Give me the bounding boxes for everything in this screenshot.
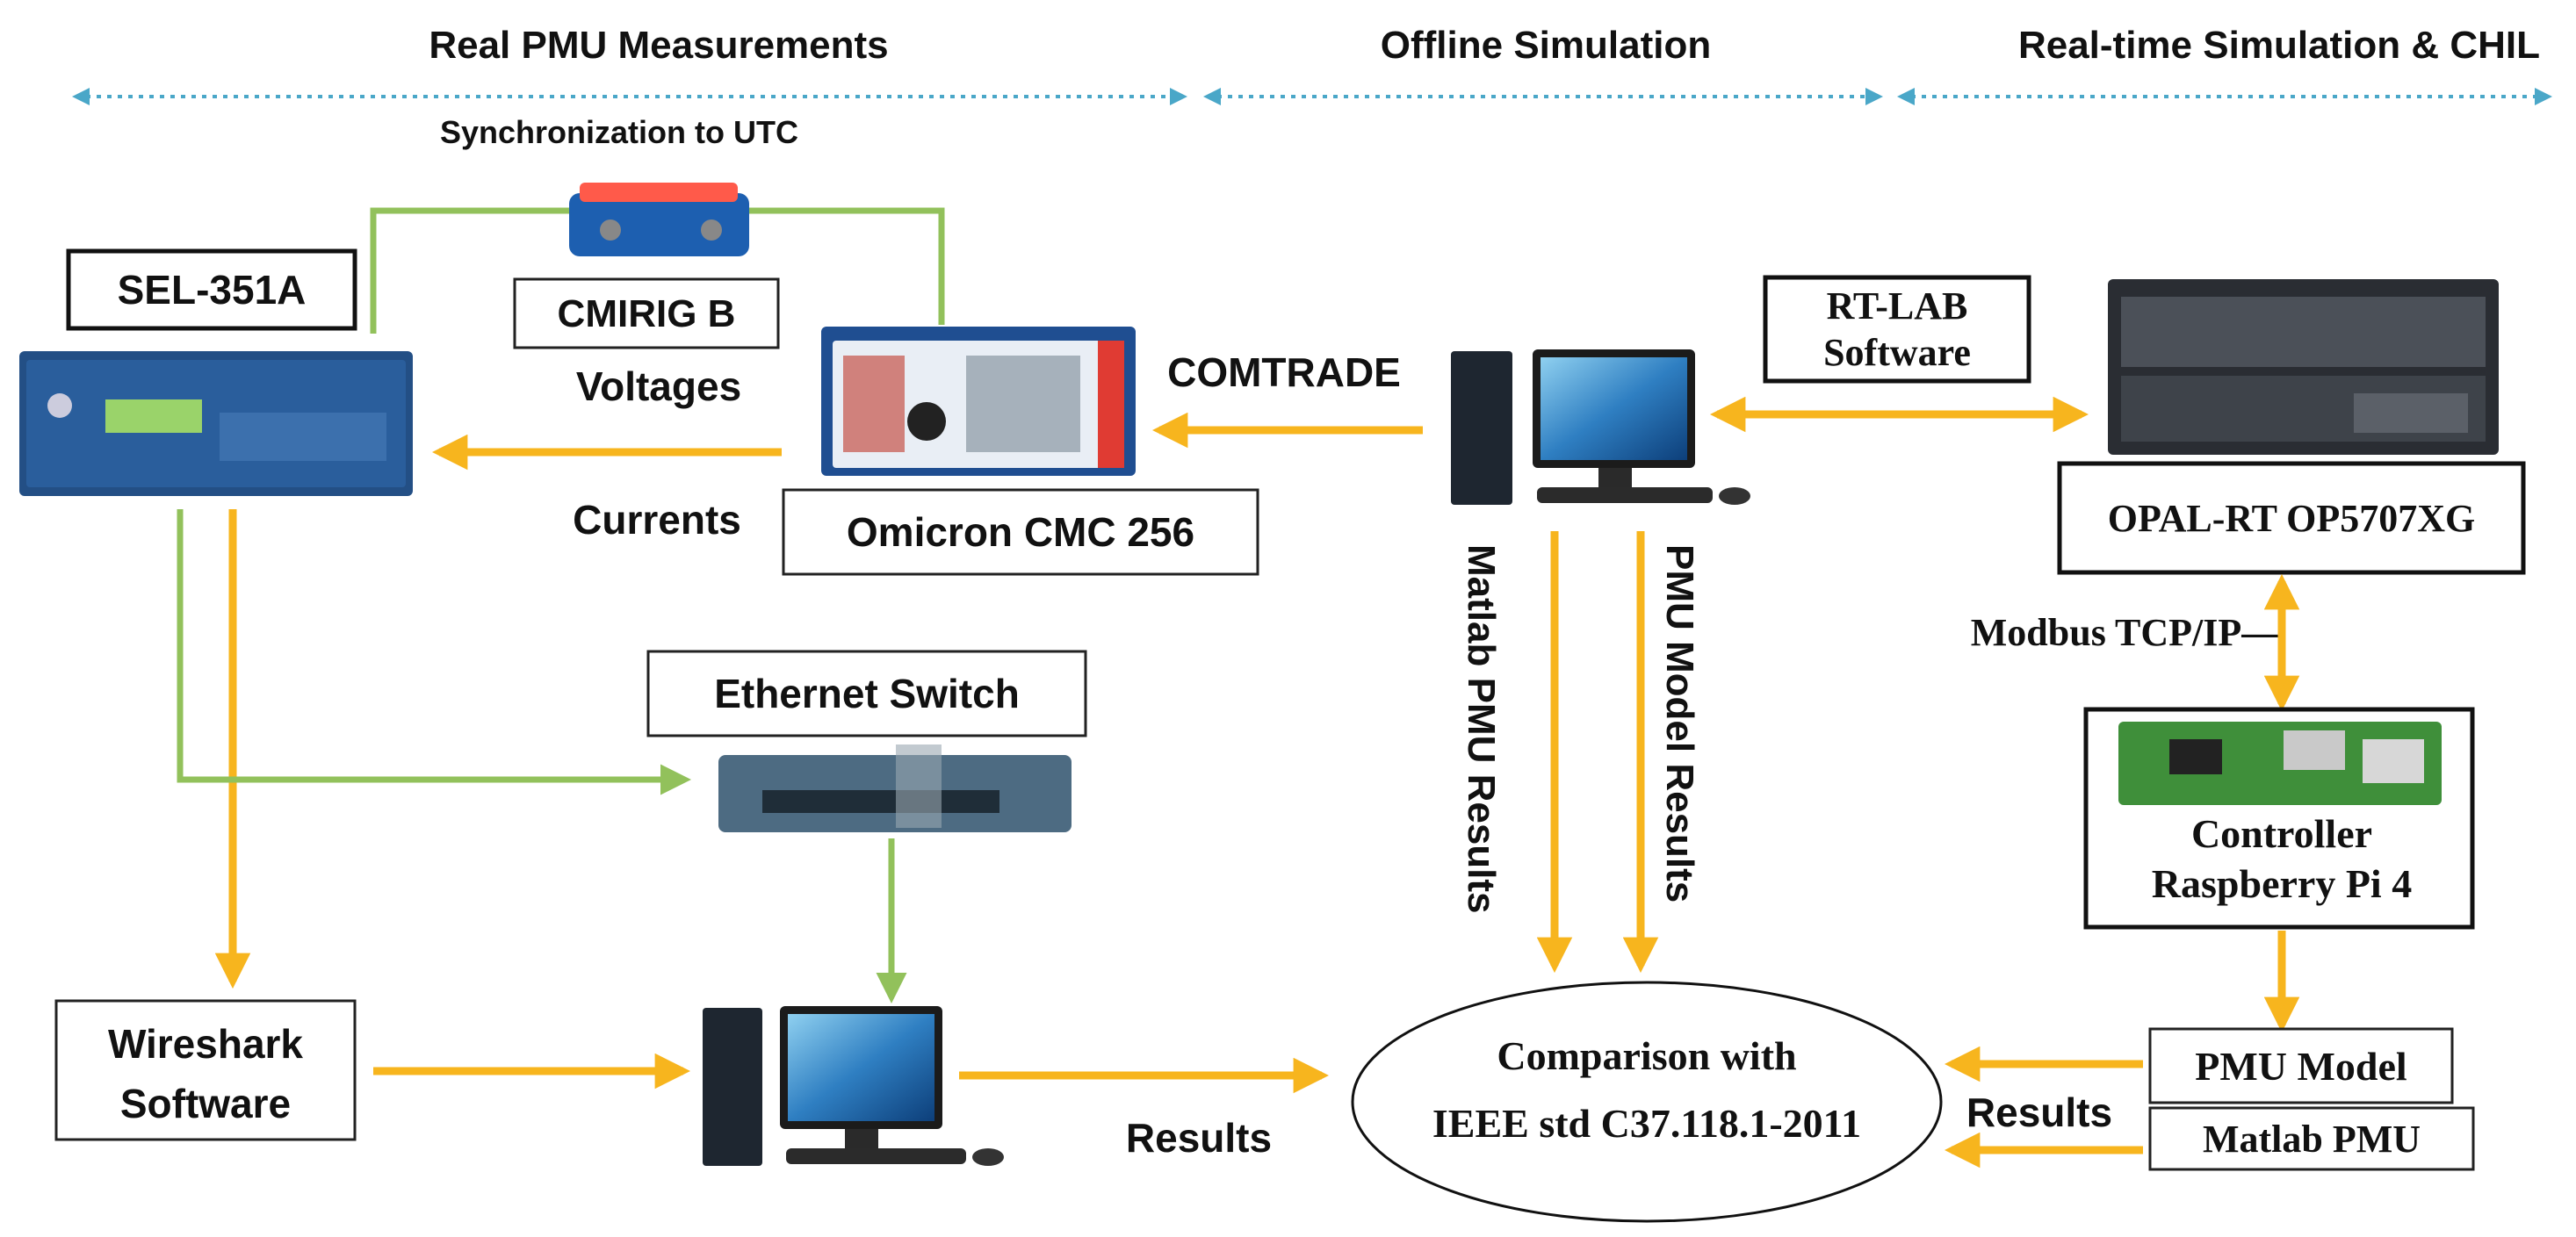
omicron-label: Omicron CMC 256 xyxy=(847,509,1194,555)
cmirig-device xyxy=(569,183,749,256)
rtlab-box xyxy=(1763,275,2031,384)
sync-line-omicron xyxy=(747,207,945,325)
raspberry-pi-board xyxy=(2118,722,2442,805)
comparison-label-1: Comparison with xyxy=(1497,1033,1796,1078)
controller-label-1: Controller xyxy=(2191,811,2372,856)
section-realtime: Real-time Simulation & CHIL xyxy=(2018,24,2540,67)
rtlab-label-1: RT-LAB xyxy=(1827,284,1968,327)
ethernet-box xyxy=(646,650,1087,737)
rtlab-label-2: Software xyxy=(1823,331,1971,374)
wireshark-label-2: Software xyxy=(120,1081,291,1126)
sel-label: SEL-351A xyxy=(118,267,307,313)
wireshark-label-1: Wireshark xyxy=(108,1021,303,1067)
opal-rt-device xyxy=(2108,279,2499,455)
comtrade-label: COMTRADE xyxy=(1167,349,1401,395)
opal-box xyxy=(2057,461,2526,575)
ethernet-label: Ethernet Switch xyxy=(714,671,1020,716)
currents-label: Currents xyxy=(573,497,741,543)
pmu-model-box xyxy=(2148,1027,2454,1104)
voltages-label: Voltages xyxy=(576,363,741,409)
real-pc-icon xyxy=(703,1006,1004,1166)
results-left-label: Results xyxy=(1126,1115,1272,1161)
opal-label: OPAL-RT OP5707XG xyxy=(2108,497,2476,540)
matlab-results-label: Matlab PMU Results xyxy=(1460,544,1503,914)
omicron-device xyxy=(821,327,1136,476)
sync-line-sel xyxy=(370,207,571,334)
sync-label: Synchronization to UTC xyxy=(440,114,798,150)
controller-label-2: Raspberry Pi 4 xyxy=(2152,861,2412,906)
modbus-label: Modbus TCP/IP— xyxy=(1971,611,2281,654)
offline-pc-icon xyxy=(1451,349,1750,505)
comparison-ellipse xyxy=(1351,981,1943,1223)
cmirig-label: CMIRIG B xyxy=(558,292,736,335)
results-right-label: Results xyxy=(1966,1090,2112,1135)
ethernet-switch-device xyxy=(718,744,1072,832)
model-results-label: PMU Model Results xyxy=(1658,544,1701,903)
matlab-pmu-label: Matlab PMU xyxy=(2203,1118,2421,1161)
section-real-pmu: Real PMU Measurements xyxy=(429,24,888,67)
comparison-label-2: IEEE std C37.118.1-2011 xyxy=(1432,1101,1861,1146)
cmirig-box xyxy=(513,277,780,349)
section-offline: Offline Simulation xyxy=(1381,24,1711,67)
omicron-box xyxy=(782,488,1259,576)
sel-relay-device xyxy=(19,351,413,496)
pmu-model-label: PMU Model xyxy=(2195,1044,2406,1089)
matlab-pmu-box xyxy=(2148,1106,2475,1171)
arrow-sel-to-switch xyxy=(177,509,691,795)
wireshark-box xyxy=(54,999,357,1141)
sel-box xyxy=(66,248,357,331)
